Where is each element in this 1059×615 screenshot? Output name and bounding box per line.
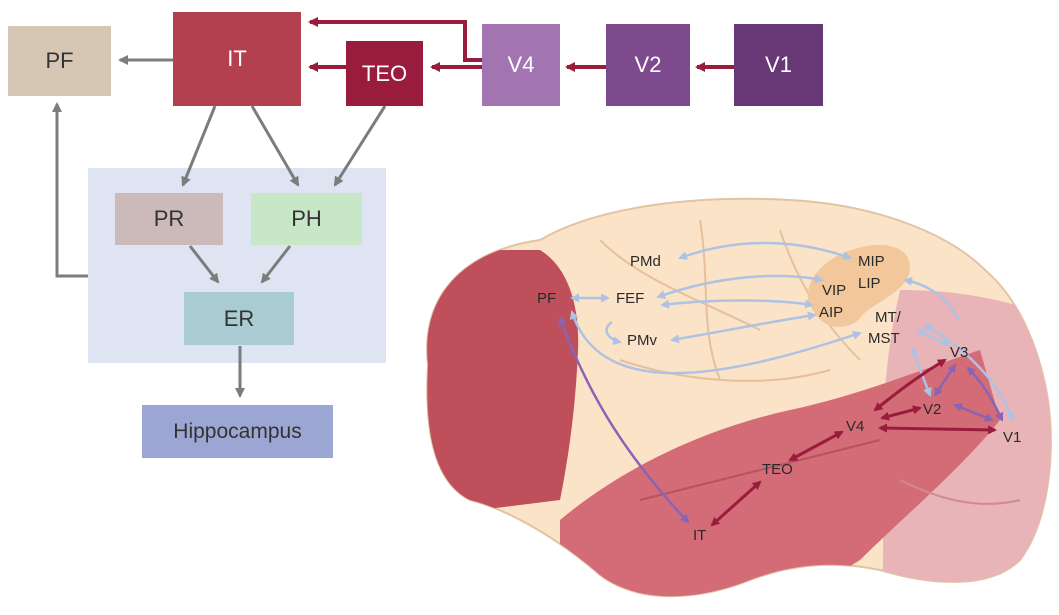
arrow-ph-to-er bbox=[260, 245, 292, 284]
label-v1: V1 bbox=[1003, 429, 1021, 446]
v1-box: V1 bbox=[734, 24, 823, 106]
arrow-fef-lip bbox=[656, 274, 824, 299]
arrow-pf-it bbox=[558, 316, 690, 524]
it-box: IT bbox=[173, 12, 301, 106]
label-v4: V4 bbox=[846, 418, 864, 435]
label-v2: V2 bbox=[923, 401, 941, 418]
arrow-v3-v1 bbox=[966, 366, 1004, 422]
label-mt: MT/ bbox=[875, 309, 902, 326]
arrow-v4-v3 bbox=[873, 358, 947, 412]
frontal-region bbox=[427, 250, 579, 520]
arrow-it-to-ph bbox=[250, 105, 300, 187]
label-teo: TEO bbox=[762, 461, 793, 478]
label-fef: FEF bbox=[616, 290, 644, 307]
arrow-v2-v1 bbox=[953, 403, 994, 422]
arrow-it-to-pr bbox=[181, 105, 217, 187]
arrow-it-teo bbox=[710, 480, 762, 527]
hippocampus-box: Hippocampus bbox=[142, 405, 333, 458]
pf-box: PF bbox=[8, 26, 111, 96]
label-v3: V3 bbox=[950, 344, 968, 361]
pr-box: PR bbox=[115, 193, 223, 245]
label-pmv: PMv bbox=[627, 332, 658, 349]
arrow-mtl-to-pf bbox=[52, 102, 88, 278]
label-lip: LIP bbox=[858, 275, 881, 292]
arrow-teo-to-ph bbox=[333, 105, 387, 187]
arrow-v4-v1 bbox=[878, 423, 997, 435]
label-mip: MIP bbox=[858, 253, 885, 270]
arrow-teo-v4 bbox=[788, 430, 844, 462]
ph-box: PH bbox=[251, 193, 362, 245]
v4-box: V4 bbox=[482, 24, 560, 106]
label-it: IT bbox=[693, 527, 706, 544]
teo-box: TEO bbox=[346, 41, 423, 106]
label-pf: PF bbox=[537, 290, 556, 307]
label-vip: VIP bbox=[822, 282, 846, 299]
label-aip: AIP bbox=[819, 304, 843, 321]
label-pmd: PMd bbox=[630, 253, 661, 270]
arrow-v4-to-it bbox=[308, 17, 482, 62]
parietal-patch bbox=[807, 244, 911, 327]
er-box: ER bbox=[184, 292, 294, 345]
arrow-fef-vip bbox=[660, 299, 814, 309]
v2-box: V2 bbox=[606, 24, 690, 106]
arrow-pr-to-er bbox=[188, 245, 220, 284]
arrow-mt-lip bbox=[903, 276, 960, 321]
arrow-v1-mt bbox=[923, 323, 1015, 422]
arrow-pmd-mip bbox=[678, 241, 852, 260]
label-mst: MST bbox=[868, 330, 900, 347]
